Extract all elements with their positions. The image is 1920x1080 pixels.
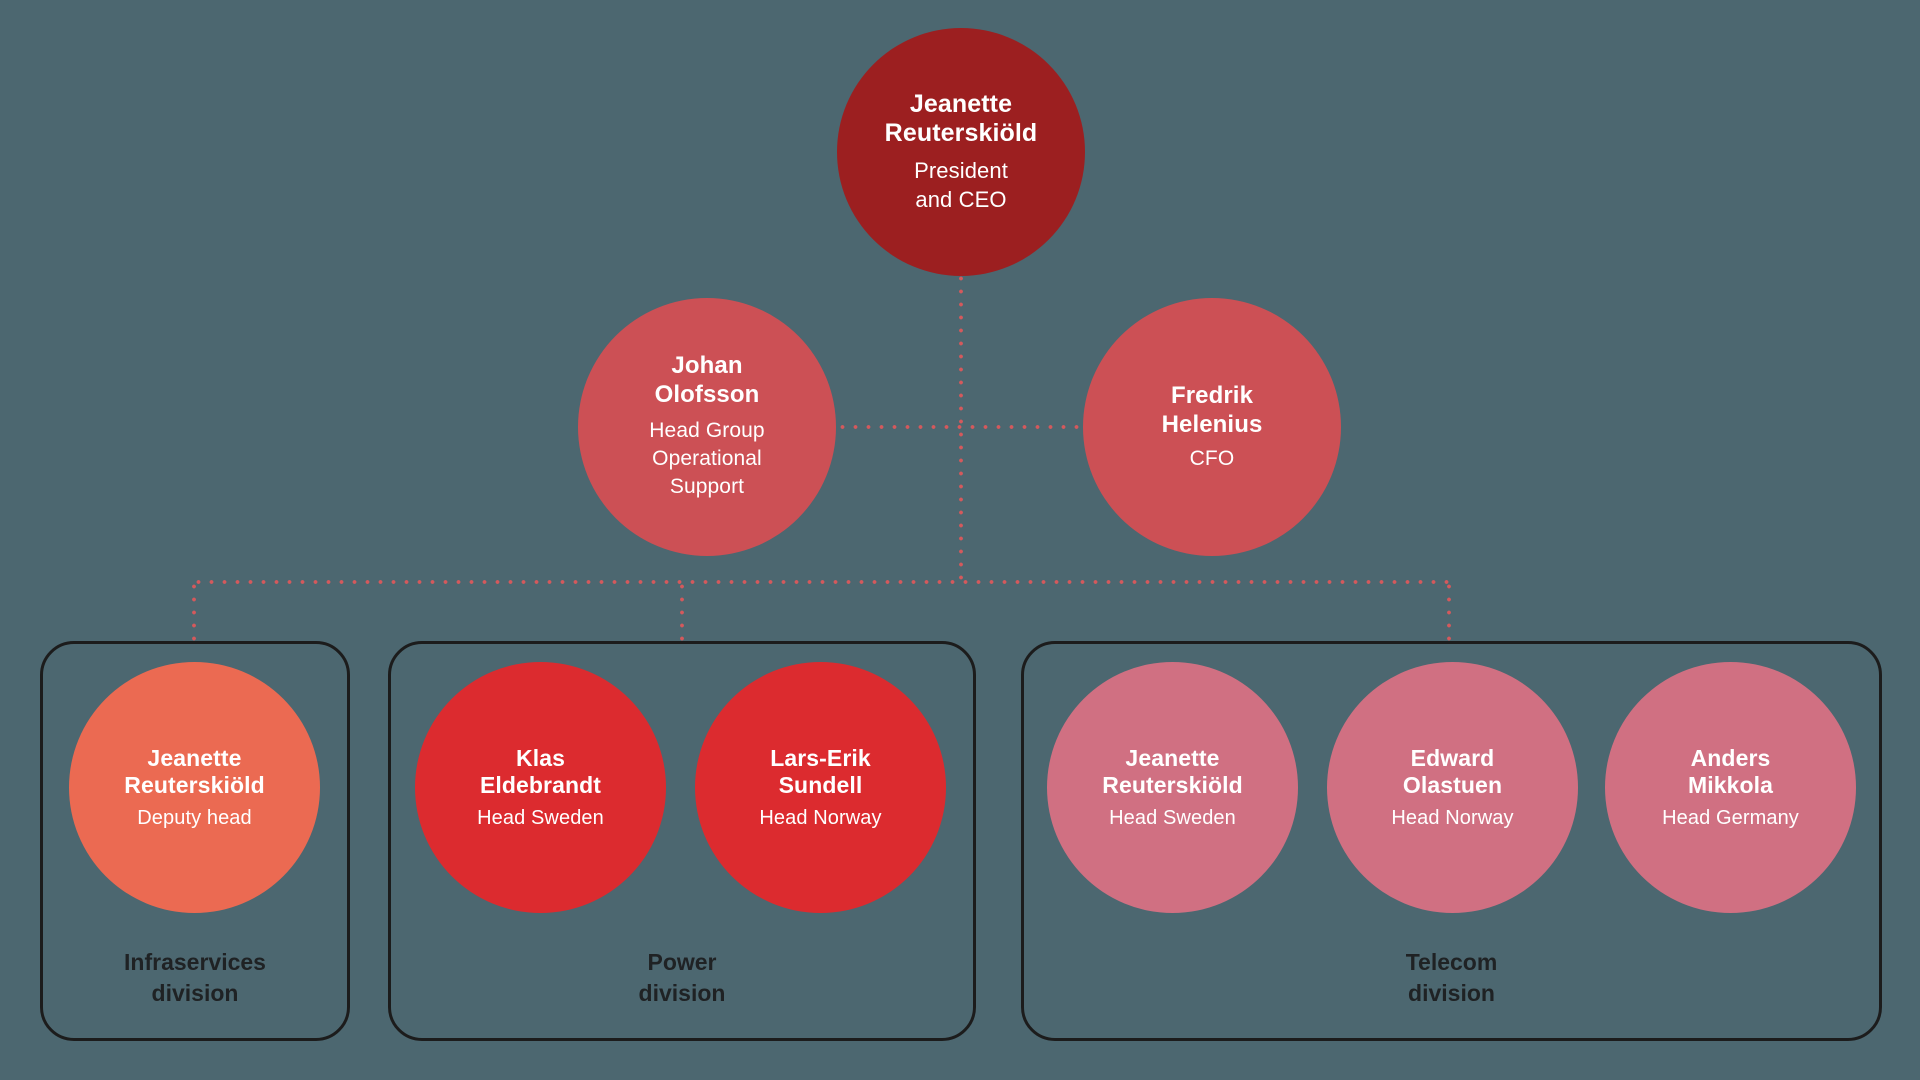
node-name: Klas Eldebrandt: [479, 744, 602, 798]
node-ceo-role: President and CEO: [914, 158, 1008, 212]
node-ceo-name: Jeanette Reuterskiöld: [884, 89, 1038, 148]
node-head-group-operational-support[interactable]: Johan Olofsson Head Group Operational Su…: [578, 298, 836, 556]
node-cfo-name: Fredrik Helenius: [1161, 382, 1263, 438]
node-ops-name: Johan Olofsson: [654, 352, 760, 408]
node-role: Head Norway: [759, 806, 882, 829]
node-name: Jeanette Reuterskiöld: [1102, 744, 1243, 798]
connector-divisions-bus: [192, 580, 1451, 584]
node-role: Head Sweden: [477, 806, 604, 829]
division-label-telecom: Telecom division: [1405, 949, 1498, 1006]
node-role: Head Sweden: [1109, 806, 1236, 829]
node-telecom-head-norway[interactable]: Edward Olastuen Head Norway: [1327, 662, 1578, 913]
node-telecom-head-germany[interactable]: Anders Mikkola Head Germany: [1605, 662, 1856, 913]
node-cfo[interactable]: Fredrik Helenius CFO: [1083, 298, 1341, 556]
connector-drop-infraservices: [192, 580, 196, 642]
connector-drop-power: [680, 580, 684, 642]
node-role: Deputy head: [137, 806, 252, 829]
node-power-head-sweden[interactable]: Klas Eldebrandt Head Sweden: [415, 662, 666, 913]
division-box-power[interactable]: [388, 641, 976, 1041]
node-role: Head Germany: [1662, 806, 1799, 829]
node-ceo[interactable]: Jeanette Reuterskiöld President and CEO: [837, 28, 1085, 276]
connector-staff-horizontal: [836, 425, 1086, 429]
node-infraservices-deputy-head[interactable]: Jeanette Reuterskiöld Deputy head: [69, 662, 320, 913]
node-name: Edward Olastuen: [1402, 744, 1503, 798]
node-name: Jeanette Reuterskiöld: [124, 744, 265, 798]
division-label-infraservices: Infraservices division: [124, 949, 266, 1006]
connector-drop-telecom: [1447, 580, 1451, 642]
node-power-head-norway[interactable]: Lars-Erik Sundell Head Norway: [695, 662, 946, 913]
division-box-infraservices[interactable]: [40, 641, 350, 1041]
node-cfo-role: CFO: [1189, 446, 1235, 470]
node-telecom-head-sweden[interactable]: Jeanette Reuterskiöld Head Sweden: [1047, 662, 1298, 913]
division-box-telecom[interactable]: [1021, 641, 1882, 1041]
node-name: Lars-Erik Sundell: [770, 744, 871, 798]
node-ops-role: Head Group Operational Support: [649, 418, 765, 499]
division-label-power: Power division: [638, 949, 726, 1006]
node-role: Head Norway: [1391, 806, 1514, 829]
node-name: Anders Mikkola: [1687, 744, 1774, 798]
